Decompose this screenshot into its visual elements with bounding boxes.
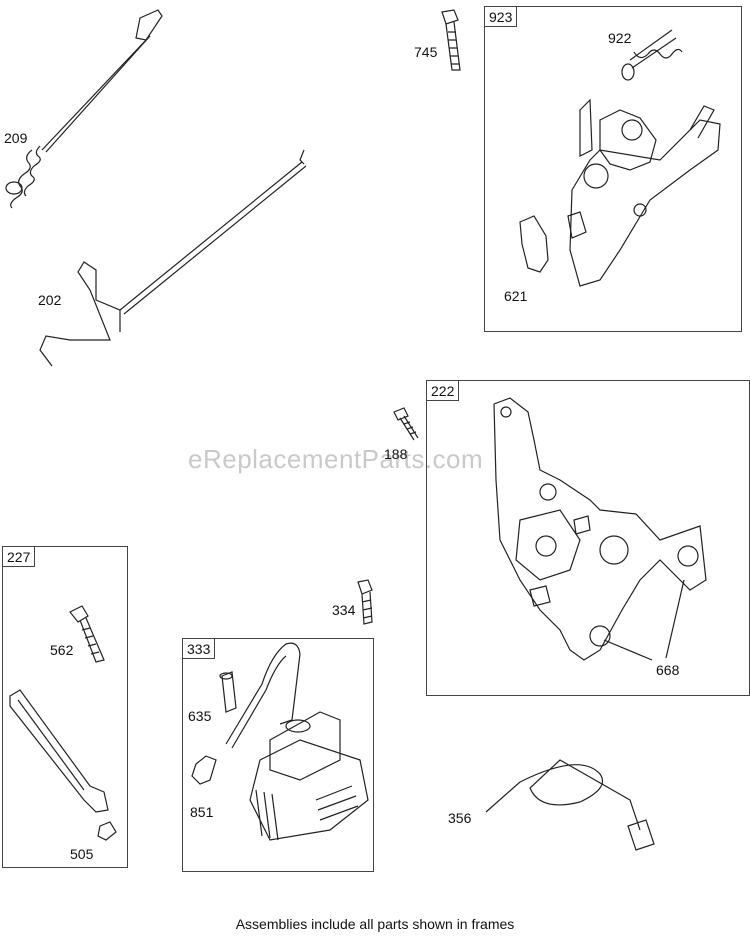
part-number-209: 209 xyxy=(4,130,28,146)
part-number-635: 635 xyxy=(188,708,212,724)
frame-333: 333 xyxy=(182,638,374,872)
part-209-spring-drawing xyxy=(5,9,163,209)
watermark-text: eReplacementParts.com xyxy=(188,444,484,474)
part-222-control-bracket-drawing xyxy=(493,397,707,661)
part-number-188: 188 xyxy=(384,446,408,462)
part-333-ignition-module-drawing xyxy=(191,642,369,841)
part-number-851: 851 xyxy=(190,804,214,820)
frame-227: 227 xyxy=(2,546,128,868)
part-number-922: 922 xyxy=(608,30,632,46)
part-923-governor-assembly-drawing xyxy=(519,29,721,287)
part-334-screw-drawing xyxy=(357,579,373,625)
part-number-668: 668 xyxy=(656,662,680,678)
footer-note: Assemblies include all parts shown in fr… xyxy=(235,916,515,932)
part-356-wire-drawing xyxy=(485,759,655,851)
leader-line-668-b xyxy=(665,579,685,659)
part-number-505: 505 xyxy=(70,846,94,862)
part-202-rod-drawing xyxy=(39,149,307,367)
frame-923: 923 xyxy=(484,6,742,332)
part-number-621: 621 xyxy=(504,288,528,304)
frame-222: 222 xyxy=(426,380,750,696)
frame-222-label: 222 xyxy=(427,381,460,401)
part-number-562: 562 xyxy=(50,642,74,658)
part-number-745: 745 xyxy=(414,44,438,60)
part-227-lever-assembly-drawing xyxy=(9,605,117,841)
leader-line-668 xyxy=(603,639,653,661)
part-number-334: 334 xyxy=(332,602,356,618)
frame-227-label: 227 xyxy=(3,547,36,567)
part-number-356: 356 xyxy=(448,810,472,826)
part-number-202: 202 xyxy=(38,292,62,308)
frame-923-label: 923 xyxy=(485,7,518,27)
part-745-screw-drawing xyxy=(441,9,461,71)
part-188-screw-drawing xyxy=(393,407,419,441)
frame-333-label: 333 xyxy=(183,639,216,659)
